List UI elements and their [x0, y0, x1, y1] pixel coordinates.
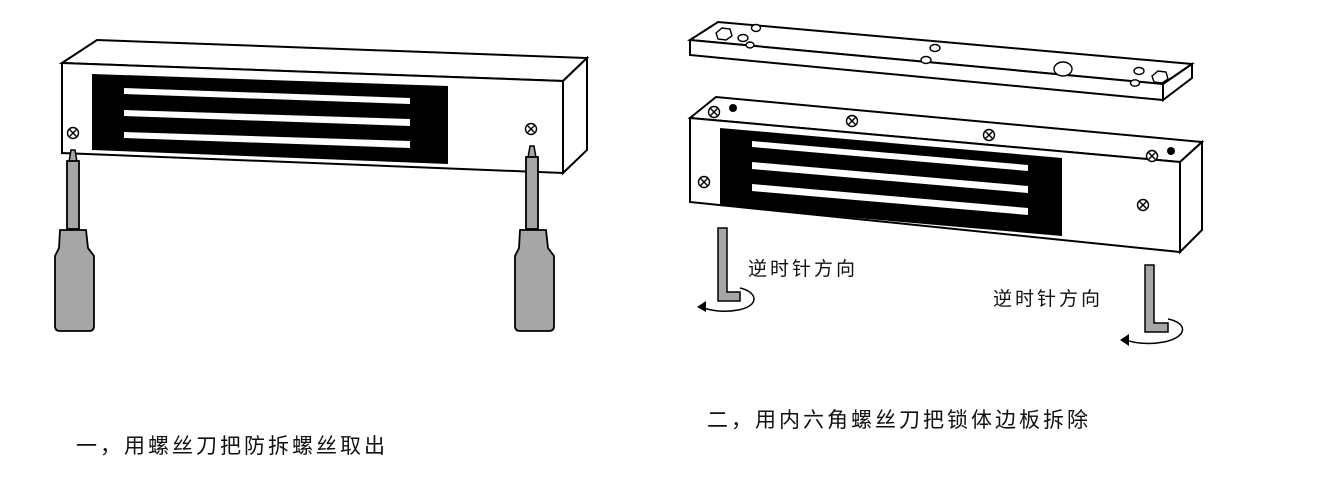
side-plate	[687, 20, 1195, 103]
screw-icon	[845, 114, 859, 128]
screw-icon	[524, 122, 538, 136]
screw-icon	[66, 126, 80, 140]
lock-body-side-face	[1179, 139, 1203, 255]
lock-body-side-face	[562, 55, 588, 176]
screw-icon	[1145, 149, 1159, 163]
step1-caption: 一，用螺丝刀把防拆螺丝取出	[76, 434, 388, 458]
screwdriver-icon	[54, 149, 95, 332]
rotation-arrow-icon	[1120, 318, 1184, 346]
direction-label-right: 逆时针方向	[993, 288, 1104, 310]
hex-key-icon	[1144, 264, 1169, 333]
rotation-arrow-icon	[697, 287, 755, 312]
hex-key-icon	[717, 227, 741, 302]
screwdriver-icon	[514, 145, 555, 332]
screw-icon	[1136, 198, 1150, 212]
lock-body-left	[58, 38, 590, 176]
direction-label-left: 逆时针方向	[748, 258, 859, 280]
screw-icon	[697, 175, 711, 189]
lock-body-right	[687, 95, 1205, 255]
step2-caption: 二，用内六角螺丝刀把锁体边板拆除	[707, 408, 1091, 432]
screw-icon	[707, 105, 721, 119]
screw-icon	[982, 128, 996, 142]
